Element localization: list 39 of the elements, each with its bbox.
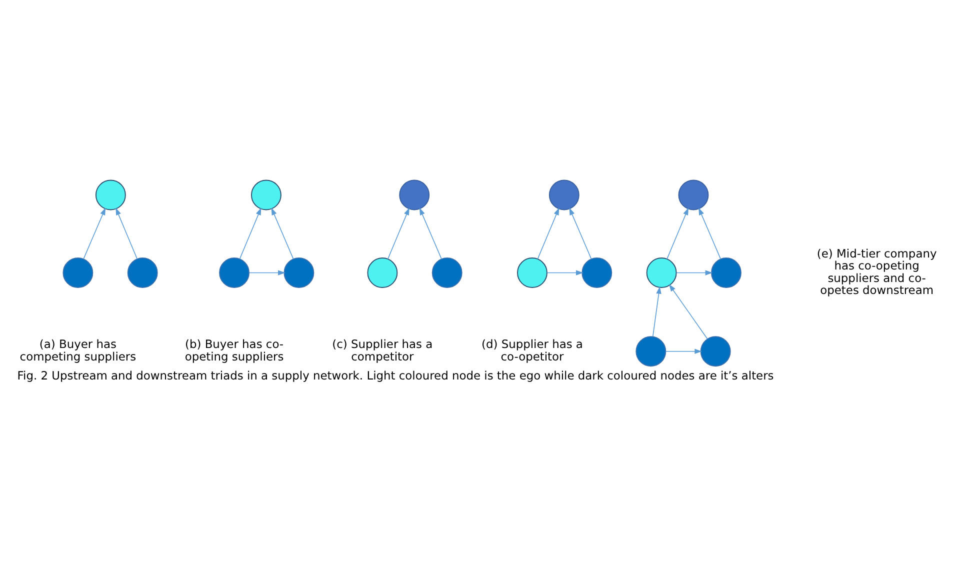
- node-circle: [700, 336, 731, 366]
- node-circle: [636, 336, 666, 366]
- arrow: [668, 284, 708, 339]
- node-circle: [127, 257, 158, 288]
- node-circle: [399, 179, 430, 210]
- arrow: [83, 207, 106, 259]
- arrow: [698, 207, 722, 259]
- arrow: [387, 207, 410, 259]
- node-circle: [711, 257, 742, 288]
- node-circle: [678, 179, 709, 210]
- caption: Fig. 2 Upstream and downstream triads in a supply network. Light coloured node is the ego while dark coloured nodes are it’s alters: [17, 368, 774, 382]
- node-circle: [432, 257, 462, 288]
- arrow: [676, 270, 713, 275]
- arrow: [419, 207, 442, 259]
- label: (a) Buyer has competing suppliers: [20, 336, 136, 364]
- label: (d) Supplier has a co-opetitor: [482, 336, 583, 364]
- arrow: [116, 207, 138, 259]
- label: (e) Mid-tier company has co-opeting suppliers and co-opetes downstream: [816, 246, 937, 297]
- node-circle: [548, 179, 580, 210]
- node-circle: [219, 257, 250, 288]
- arrow: [666, 207, 689, 259]
- arrow: [569, 207, 592, 259]
- node-circle: [367, 257, 398, 288]
- node-circle: [646, 257, 677, 288]
- arrow: [665, 348, 702, 354]
- arrow: [546, 270, 584, 275]
- label: (b) Buyer has co-opeting suppliers: [184, 336, 284, 364]
- arrow: [239, 207, 262, 259]
- arrow: [271, 207, 294, 259]
- arrow: [652, 286, 662, 336]
- arrow: [248, 270, 286, 275]
- node-circle: [284, 257, 314, 288]
- node-circle: [95, 179, 126, 210]
- arrow: [537, 207, 560, 259]
- label: (c) Supplier has a competitor: [332, 336, 433, 364]
- node-circle: [517, 257, 548, 288]
- node-circle: [250, 179, 282, 210]
- node-circle: [582, 257, 612, 288]
- node-circle: [62, 257, 94, 288]
